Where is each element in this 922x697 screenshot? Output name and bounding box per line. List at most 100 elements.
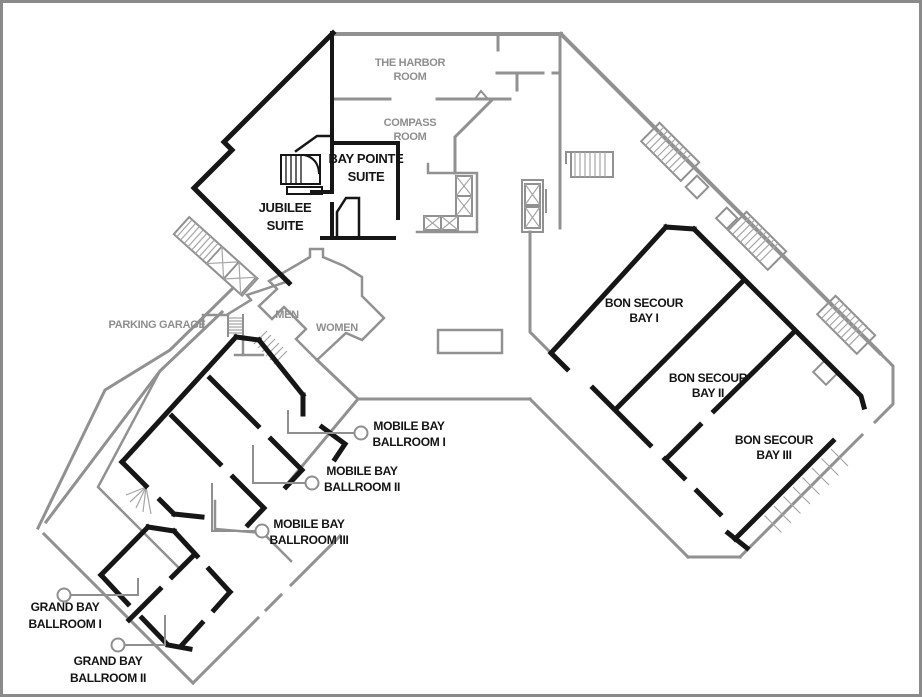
callout-dot: [353, 425, 369, 441]
lobby-planter: [436, 328, 504, 355]
bon-secour-north-west-walls: [559, 223, 697, 344]
stairs-icon: [565, 151, 614, 178]
callout-dot: [110, 637, 126, 653]
door-chevron-icon: [473, 89, 489, 101]
label-men-restroom: MEN: [275, 309, 299, 321]
label-mobile-bay-ballroom-1: BALLROOM I: [373, 435, 446, 449]
bon-secour-southeast-wall: [724, 437, 837, 552]
mobile-bay-east-corner: [318, 423, 349, 463]
east-jog-wall: [872, 350, 895, 425]
label-bon-secour-bay-2: BAY II: [692, 386, 724, 400]
label-bon-secour-bay-2: BON SECOUR: [669, 371, 748, 385]
elevator-icon: [521, 179, 547, 233]
northeast-stairs: [639, 121, 877, 533]
leader-mobile-2: [252, 445, 305, 484]
mobile-bay-southwest-wall: [118, 458, 205, 520]
garage-wall-stub: [201, 313, 230, 329]
label-bay-pointe-suite: SUITE: [348, 169, 385, 184]
label-mobile-bay-ballroom-2: MOBILE BAY: [326, 464, 398, 478]
label-jubilee-suite: SUITE: [267, 218, 304, 233]
garage-corridor-wall: [226, 279, 291, 316]
bon-secour-divider-2: [664, 327, 799, 461]
door-swing-icon: [125, 486, 152, 515]
mobile-bay-divider-1: [206, 374, 306, 491]
label-bon-secour-bay-1: BAY I: [629, 311, 658, 325]
callout-leaders: [56, 410, 369, 653]
label-bon-secour-bay-3: BON SECOUR: [735, 433, 814, 447]
callout-dot: [56, 587, 72, 603]
garage-inner-wall: [96, 369, 182, 571]
mobile-bay-northeast-wall: [255, 336, 307, 417]
callout-dot: [254, 523, 270, 539]
southwest-corridor-diagonal: [527, 396, 691, 560]
bon-secour-west-corner: [547, 335, 571, 373]
grand-bay-southwest-wall: [97, 571, 171, 648]
stair-landing: [684, 174, 710, 200]
label-compass-room: COMPASS: [384, 117, 437, 129]
leader-grand-2: [125, 615, 166, 646]
stairs-icon: [172, 215, 259, 298]
stairs-icon: [764, 448, 849, 533]
label-jubilee-suite: JUBILEE: [259, 200, 312, 215]
label-harbor-room: THE HARBOR: [375, 57, 446, 69]
stairs-icon: [280, 153, 323, 195]
grand-bay-walls: [97, 523, 234, 652]
label-mobile-bay-ballroom-3: MOBILE BAY: [273, 517, 345, 531]
northwest-diagonal-wall: [190, 29, 337, 287]
grand-bay-north-west-walls: [97, 523, 177, 579]
grand-bay-northeast-wall: [170, 527, 234, 596]
mobile-bay-walls: [118, 333, 349, 529]
jubilee-entry-wall: [294, 134, 334, 153]
stairs-icon: [253, 330, 288, 365]
label-harbor-room: ROOM: [393, 71, 426, 83]
label-grand-bay-ballroom-1: GRAND BAY: [31, 600, 100, 614]
label-women-restroom: WOMEN: [316, 322, 358, 334]
bay-pointe-room-wall: [331, 141, 400, 220]
mobile-bay-divider-2: [168, 412, 268, 529]
label-bay-pointe-suite: BAY POINTE: [328, 151, 404, 166]
grand-bay-southeast-boundary: [190, 615, 261, 686]
label-grand-bay-ballroom-1: BALLROOM I: [29, 617, 102, 631]
bon-secour-divider-1: [612, 276, 748, 413]
corridor-west-wall: [314, 357, 360, 401]
leader-mobile-1: [287, 410, 354, 434]
label-mobile-bay-ballroom-3: BALLROOM III: [269, 533, 348, 547]
label-bon-secour-bay-3: BAY III: [756, 448, 791, 462]
floor-plan-svg: THE HARBOR ROOM COMPASS ROOM BAY POINTE …: [29, 29, 895, 686]
compass-room-wall: [453, 97, 495, 175]
stairs-icon: [227, 314, 244, 337]
northeast-diagonal-wall: [558, 31, 883, 356]
restrooms-outline: [257, 247, 386, 362]
label-compass-room: ROOM: [393, 131, 426, 143]
callout-dot: [304, 475, 320, 491]
label-mobile-bay-ballroom-2: BALLROOM II: [324, 480, 400, 494]
central-core: [415, 151, 614, 355]
building-outline: [35, 31, 895, 686]
label-grand-bay-ballroom-2: GRAND BAY: [74, 654, 143, 668]
bon-secour-northeast-wall: [690, 225, 868, 411]
harbor-compass-walls: [331, 32, 562, 175]
stairs-icon: [714, 206, 788, 272]
mobile-bay-north-west-walls: [118, 333, 262, 466]
stairs-icon: [639, 121, 701, 183]
bon-secour-southwest-wall: [589, 384, 724, 518]
room-labels: THE HARBOR ROOM COMPASS ROOM BAY POINTE …: [29, 57, 815, 685]
harbor-lower-wall: [495, 71, 562, 92]
center-corridor-wall: [528, 230, 560, 362]
bon-secour-walls: [547, 223, 868, 552]
elevator-bank-walls: [415, 162, 479, 234]
southwest-boundary-wall: [41, 531, 196, 686]
leader-grand-1: [71, 578, 139, 596]
elevator-icon: [423, 175, 473, 231]
boundary-upper-segment: [288, 533, 343, 588]
leader-mobile-3: [211, 483, 255, 532]
southeast-outer-wall: [737, 432, 865, 560]
bay-pointe-closet: [335, 196, 361, 240]
stairs-icon: [815, 294, 877, 356]
jubilee-bay-pointe-walls: [190, 29, 400, 287]
west-boundary-wall: [35, 285, 236, 531]
label-bon-secour-bay-1: BON SECOUR: [605, 296, 684, 310]
boundary-dash: [263, 592, 284, 613]
label-parking-garage: PARKING GARAGE: [108, 319, 205, 331]
